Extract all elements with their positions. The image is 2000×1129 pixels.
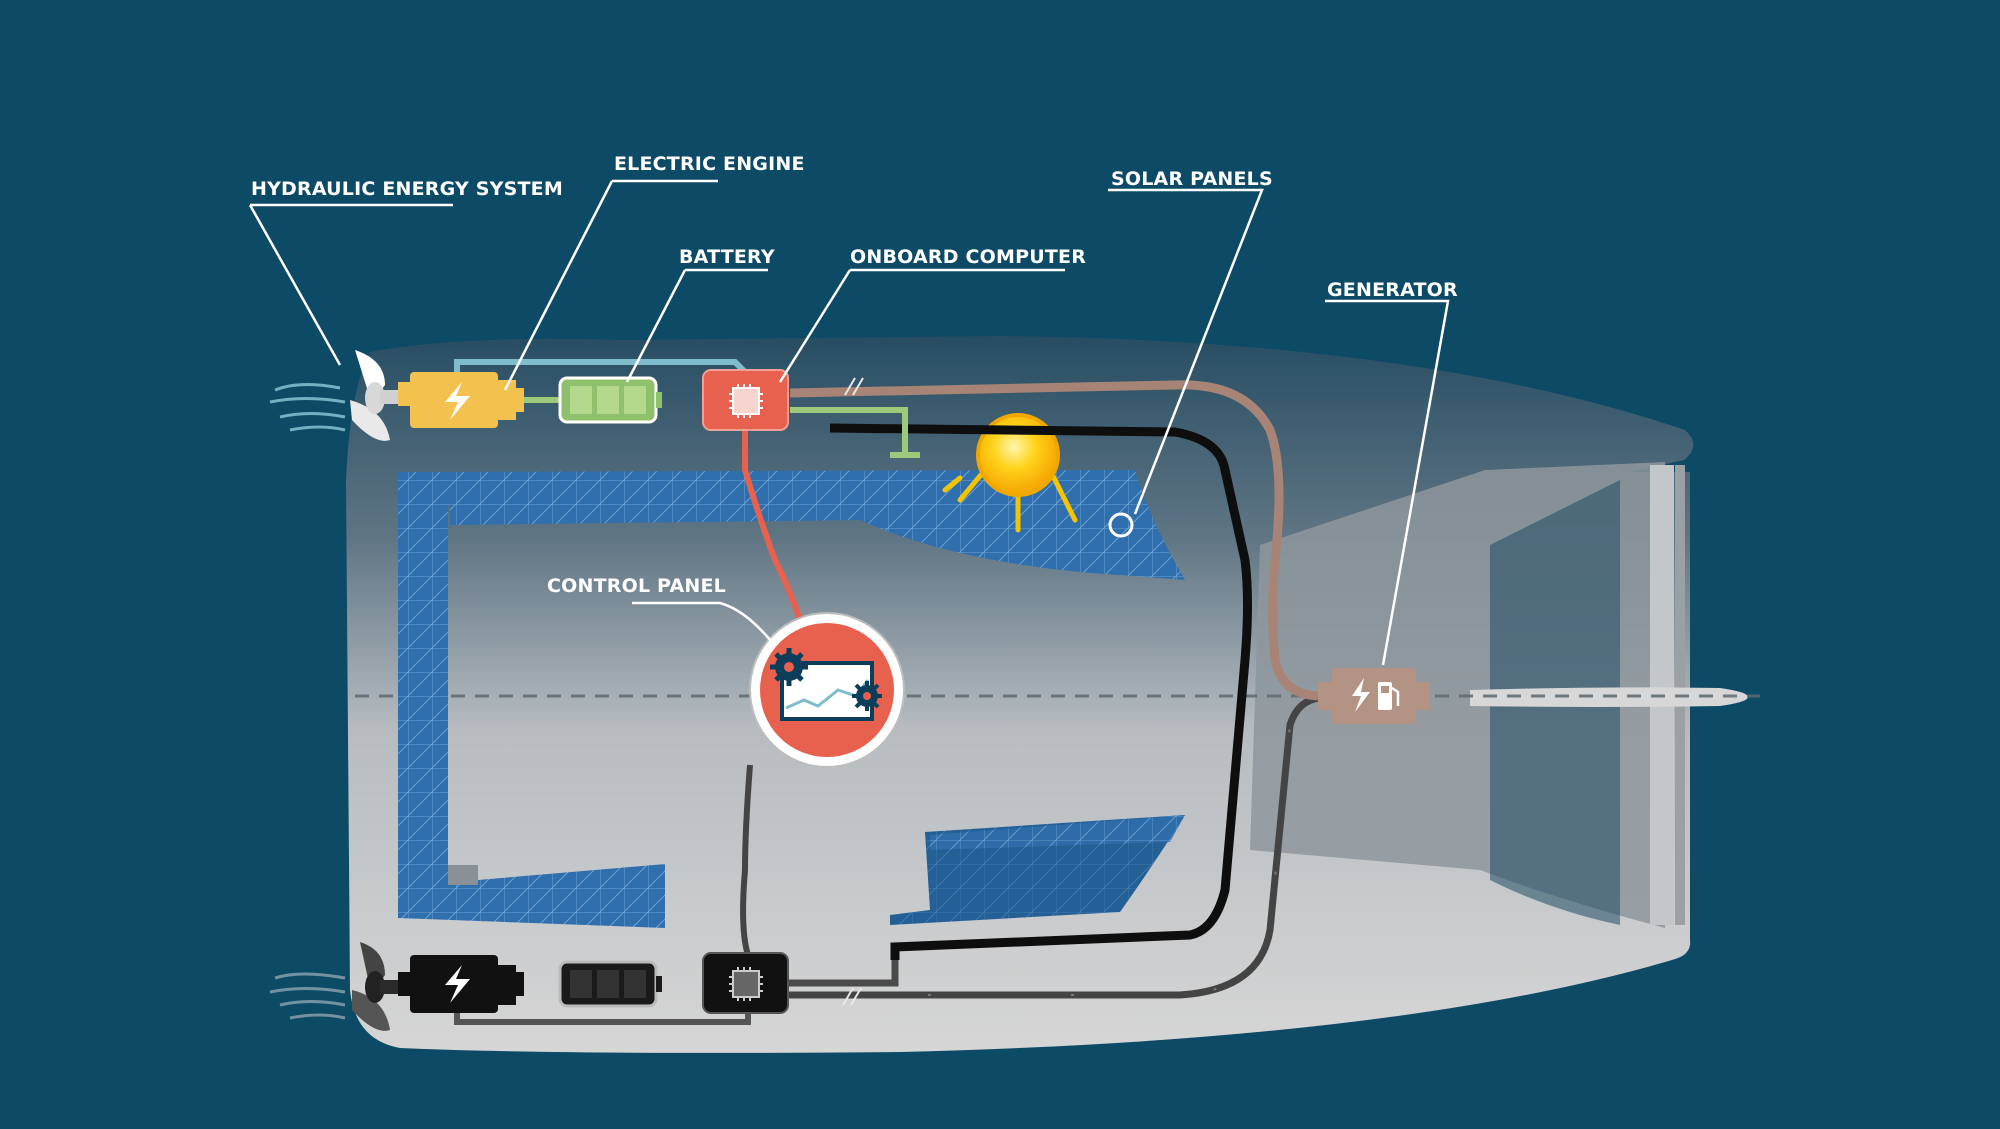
label-generator: GENERATOR (1327, 279, 1458, 301)
battery-top (558, 376, 662, 424)
label-battery: BATTERY (679, 246, 775, 268)
gear-icon (770, 648, 808, 686)
lightning-icon (445, 382, 470, 420)
electric-engine-top (398, 372, 524, 428)
onboard-computer-top (702, 369, 789, 431)
generator-cable (789, 377, 1319, 1006)
propeller-icon (350, 350, 402, 441)
label-solar-panels: SOLAR PANELS (1111, 168, 1273, 190)
lightning-icon-bottom (445, 965, 470, 1003)
lightning-icon-generator (1352, 678, 1370, 712)
solar-charge-cable (522, 397, 920, 458)
water-wake-top (269, 382, 346, 432)
water-wake-bottom (269, 972, 346, 1020)
coolant-cable (454, 359, 751, 378)
chip-icon-bottom (729, 967, 763, 1001)
control-panel (749, 612, 905, 768)
chip-icon (729, 384, 763, 418)
lower-cable-network (454, 423, 1321, 1025)
fuel-pump-icon (1378, 682, 1400, 710)
leader-lines (248, 179, 1450, 666)
label-onboard-computer: ONBOARD COMPUTER (850, 246, 1086, 268)
label-electric-engine: ELECTRIC ENGINE (614, 153, 805, 175)
label-hydraulic-energy-system: HYDRAULIC ENERGY SYSTEM (251, 178, 563, 200)
gear-icon-small (852, 681, 882, 711)
label-control-panel: CONTROL PANEL (547, 575, 726, 597)
computer-control-cable (742, 430, 803, 621)
onboard-computer-bottom (702, 952, 789, 1014)
solar-panel-marker (1108, 512, 1134, 538)
generator (1318, 668, 1430, 724)
solar-panels (398, 470, 1185, 928)
electric-engine-bottom (398, 955, 524, 1013)
propeller-icon-bottom (352, 942, 402, 1031)
battery-bottom (558, 960, 662, 1008)
sun-icon (942, 413, 1078, 533)
